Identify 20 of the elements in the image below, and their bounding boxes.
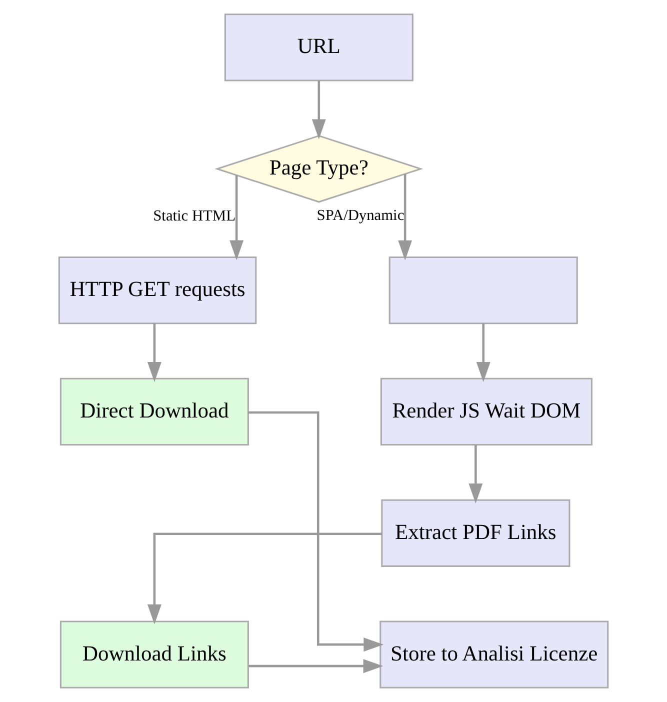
arrow bbox=[147, 323, 162, 382]
node-box: Store to Analisi Licenze bbox=[380, 620, 609, 688]
arrow bbox=[248, 411, 384, 652]
edge-label: Static HTML bbox=[153, 208, 236, 225]
arrow bbox=[312, 80, 326, 140]
edge-label: SPA/Dynamic bbox=[316, 207, 404, 224]
arrow bbox=[230, 175, 244, 260]
node-box: Download Links bbox=[60, 620, 249, 688]
arrow bbox=[248, 659, 384, 674]
node-box bbox=[388, 256, 578, 324]
arrow bbox=[476, 323, 490, 382]
node-box: Direct Download bbox=[60, 378, 249, 446]
arrow bbox=[398, 174, 412, 260]
arrow bbox=[468, 444, 483, 504]
node-diamond: Page Type? bbox=[214, 135, 424, 203]
node-box: Extract PDF Links bbox=[381, 499, 570, 567]
node-box: HTTP GET requests bbox=[58, 256, 257, 324]
node-box: URL bbox=[224, 14, 414, 82]
arrow bbox=[147, 532, 382, 624]
node-box: Render JS Wait DOM bbox=[380, 378, 592, 446]
